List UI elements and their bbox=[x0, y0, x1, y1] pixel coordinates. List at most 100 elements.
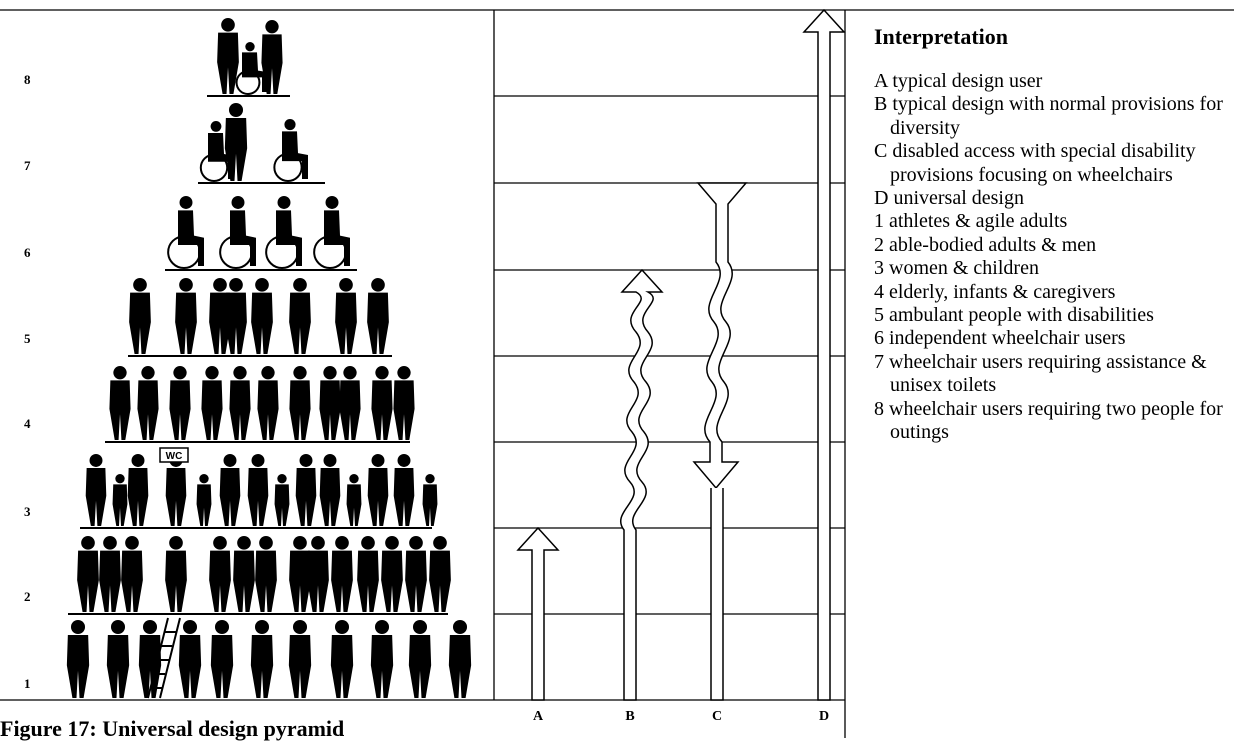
athlete-figure-icon bbox=[330, 620, 354, 698]
ambulant-figure-icon bbox=[175, 278, 197, 354]
wheelchair-user-icon bbox=[219, 196, 256, 270]
wheelchair-user-icon bbox=[167, 196, 204, 270]
ambulant-figure-icon bbox=[289, 278, 311, 354]
woman-child-figure-icon bbox=[319, 454, 341, 526]
arrow-b-icon bbox=[620, 268, 664, 701]
elderly-caregiver-figure-icon bbox=[201, 366, 223, 440]
interpretation-title: Interpretation bbox=[874, 24, 1009, 49]
wc-sign-icon: WC bbox=[159, 447, 189, 463]
level-label-3: 3 bbox=[24, 504, 31, 519]
ambulant-figure-icon bbox=[335, 278, 357, 354]
ambulant-figure-icon bbox=[367, 278, 389, 354]
adult-figure-icon bbox=[77, 536, 99, 612]
ambulant-figure-icon bbox=[129, 278, 151, 354]
wheelchair-user-icon bbox=[313, 196, 350, 270]
column-label-a: A bbox=[533, 709, 544, 724]
woman-child-figure-icon bbox=[127, 454, 149, 526]
adult-figure-icon bbox=[307, 536, 329, 612]
athlete-figure-icon bbox=[250, 620, 274, 698]
athlete-figure-icon bbox=[106, 620, 130, 698]
adult-figure-icon bbox=[357, 536, 379, 612]
carer-figure-icon bbox=[217, 18, 239, 94]
arrow-d-icon bbox=[802, 8, 846, 701]
elderly-caregiver-figure-icon bbox=[319, 366, 341, 440]
interpretation-item: C disabled access with special disabilit… bbox=[874, 140, 1196, 186]
column-label-d: D bbox=[819, 709, 829, 724]
woman-child-figure-icon bbox=[165, 454, 187, 526]
wc-sign-label: WC bbox=[166, 451, 183, 462]
caregiver-figure-icon bbox=[224, 103, 248, 181]
athlete-figure-icon bbox=[138, 620, 162, 698]
level-label-2: 2 bbox=[24, 589, 31, 604]
level-label-8: 8 bbox=[24, 72, 31, 87]
assisted-wheelchair-icon bbox=[199, 121, 234, 183]
adult-figure-icon bbox=[289, 536, 311, 612]
elderly-caregiver-figure-icon bbox=[109, 366, 131, 440]
adult-figure-icon bbox=[255, 536, 277, 612]
woman-child-figure-icon bbox=[247, 454, 269, 526]
adult-figure-icon bbox=[381, 536, 403, 612]
woman-child-figure-icon bbox=[85, 454, 107, 526]
elderly-caregiver-figure-icon bbox=[289, 366, 311, 440]
scooter-user-icon bbox=[273, 119, 308, 183]
elderly-caregiver-figure-icon bbox=[137, 366, 159, 440]
elderly-caregiver-figure-icon bbox=[393, 366, 415, 440]
column-label-b: B bbox=[625, 709, 634, 724]
adult-figure-icon bbox=[233, 536, 255, 612]
athlete-figure-icon bbox=[408, 620, 432, 698]
adult-figure-icon bbox=[331, 536, 353, 612]
woman-child-figure-icon bbox=[112, 474, 128, 526]
elderly-caregiver-figure-icon bbox=[371, 366, 393, 440]
interpretation-item: D universal design bbox=[874, 187, 1024, 210]
interpretation-item: 1 athletes & agile adults bbox=[874, 210, 1068, 233]
athlete-figure-icon bbox=[288, 620, 312, 698]
level-label-4: 4 bbox=[24, 416, 31, 431]
interpretation-item: B typical design with normal provisions … bbox=[874, 93, 1223, 139]
arrow-a-icon bbox=[516, 526, 560, 701]
athlete-figure-icon bbox=[370, 620, 394, 698]
woman-child-figure-icon bbox=[295, 454, 317, 526]
adult-figure-icon bbox=[405, 536, 427, 612]
ambulant-figure-icon bbox=[225, 278, 247, 354]
interpretation-item: 8 wheelchair users requiring two people … bbox=[874, 397, 1223, 444]
athlete-figure-icon bbox=[210, 620, 234, 698]
adult-figure-icon bbox=[165, 536, 187, 612]
woman-child-figure-icon bbox=[196, 474, 212, 526]
woman-child-figure-icon bbox=[274, 474, 290, 526]
woman-child-figure-icon bbox=[393, 454, 415, 526]
adult-figure-icon bbox=[99, 536, 121, 612]
carer-figure-icon bbox=[261, 20, 283, 94]
woman-child-figure-icon bbox=[346, 474, 362, 526]
interpretation-item: A typical design user bbox=[874, 70, 1043, 92]
column-label-c: C bbox=[712, 709, 722, 724]
level-label-1: 1 bbox=[24, 676, 31, 691]
adult-figure-icon bbox=[209, 536, 231, 612]
elderly-caregiver-figure-icon bbox=[169, 366, 191, 440]
level-label-6: 6 bbox=[24, 245, 31, 260]
wheelchair-user-icon bbox=[235, 42, 268, 95]
level-label-7: 7 bbox=[24, 158, 31, 173]
elderly-caregiver-figure-icon bbox=[339, 366, 361, 440]
adult-figure-icon bbox=[121, 536, 143, 612]
interpretation-item: 3 women & children bbox=[874, 257, 1039, 280]
ambulant-figure-icon bbox=[209, 278, 231, 354]
elderly-caregiver-figure-icon bbox=[257, 366, 279, 440]
athlete-figure-icon bbox=[448, 620, 472, 698]
ambulant-figure-icon bbox=[251, 278, 273, 354]
interpretation-item: 6 independent wheelchair users bbox=[874, 327, 1126, 350]
elderly-caregiver-figure-icon bbox=[229, 366, 251, 440]
athlete-figure-icon bbox=[178, 620, 202, 698]
woman-child-figure-icon bbox=[422, 474, 438, 526]
woman-child-figure-icon bbox=[219, 454, 241, 526]
interpretation-item: 4 elderly, infants & caregivers bbox=[874, 280, 1116, 303]
interpretation-item: 7 wheelchair users requiring assistance … bbox=[874, 350, 1207, 397]
interpretation-item: 2 able-bodied adults & men bbox=[874, 233, 1097, 256]
pyramid-shelves bbox=[68, 95, 448, 615]
woman-child-figure-icon bbox=[367, 454, 389, 526]
adult-figure-icon bbox=[429, 536, 451, 612]
wheelchair-user-icon bbox=[265, 196, 302, 270]
interpretation-item: 5 ambulant people with disabilities bbox=[874, 304, 1154, 327]
